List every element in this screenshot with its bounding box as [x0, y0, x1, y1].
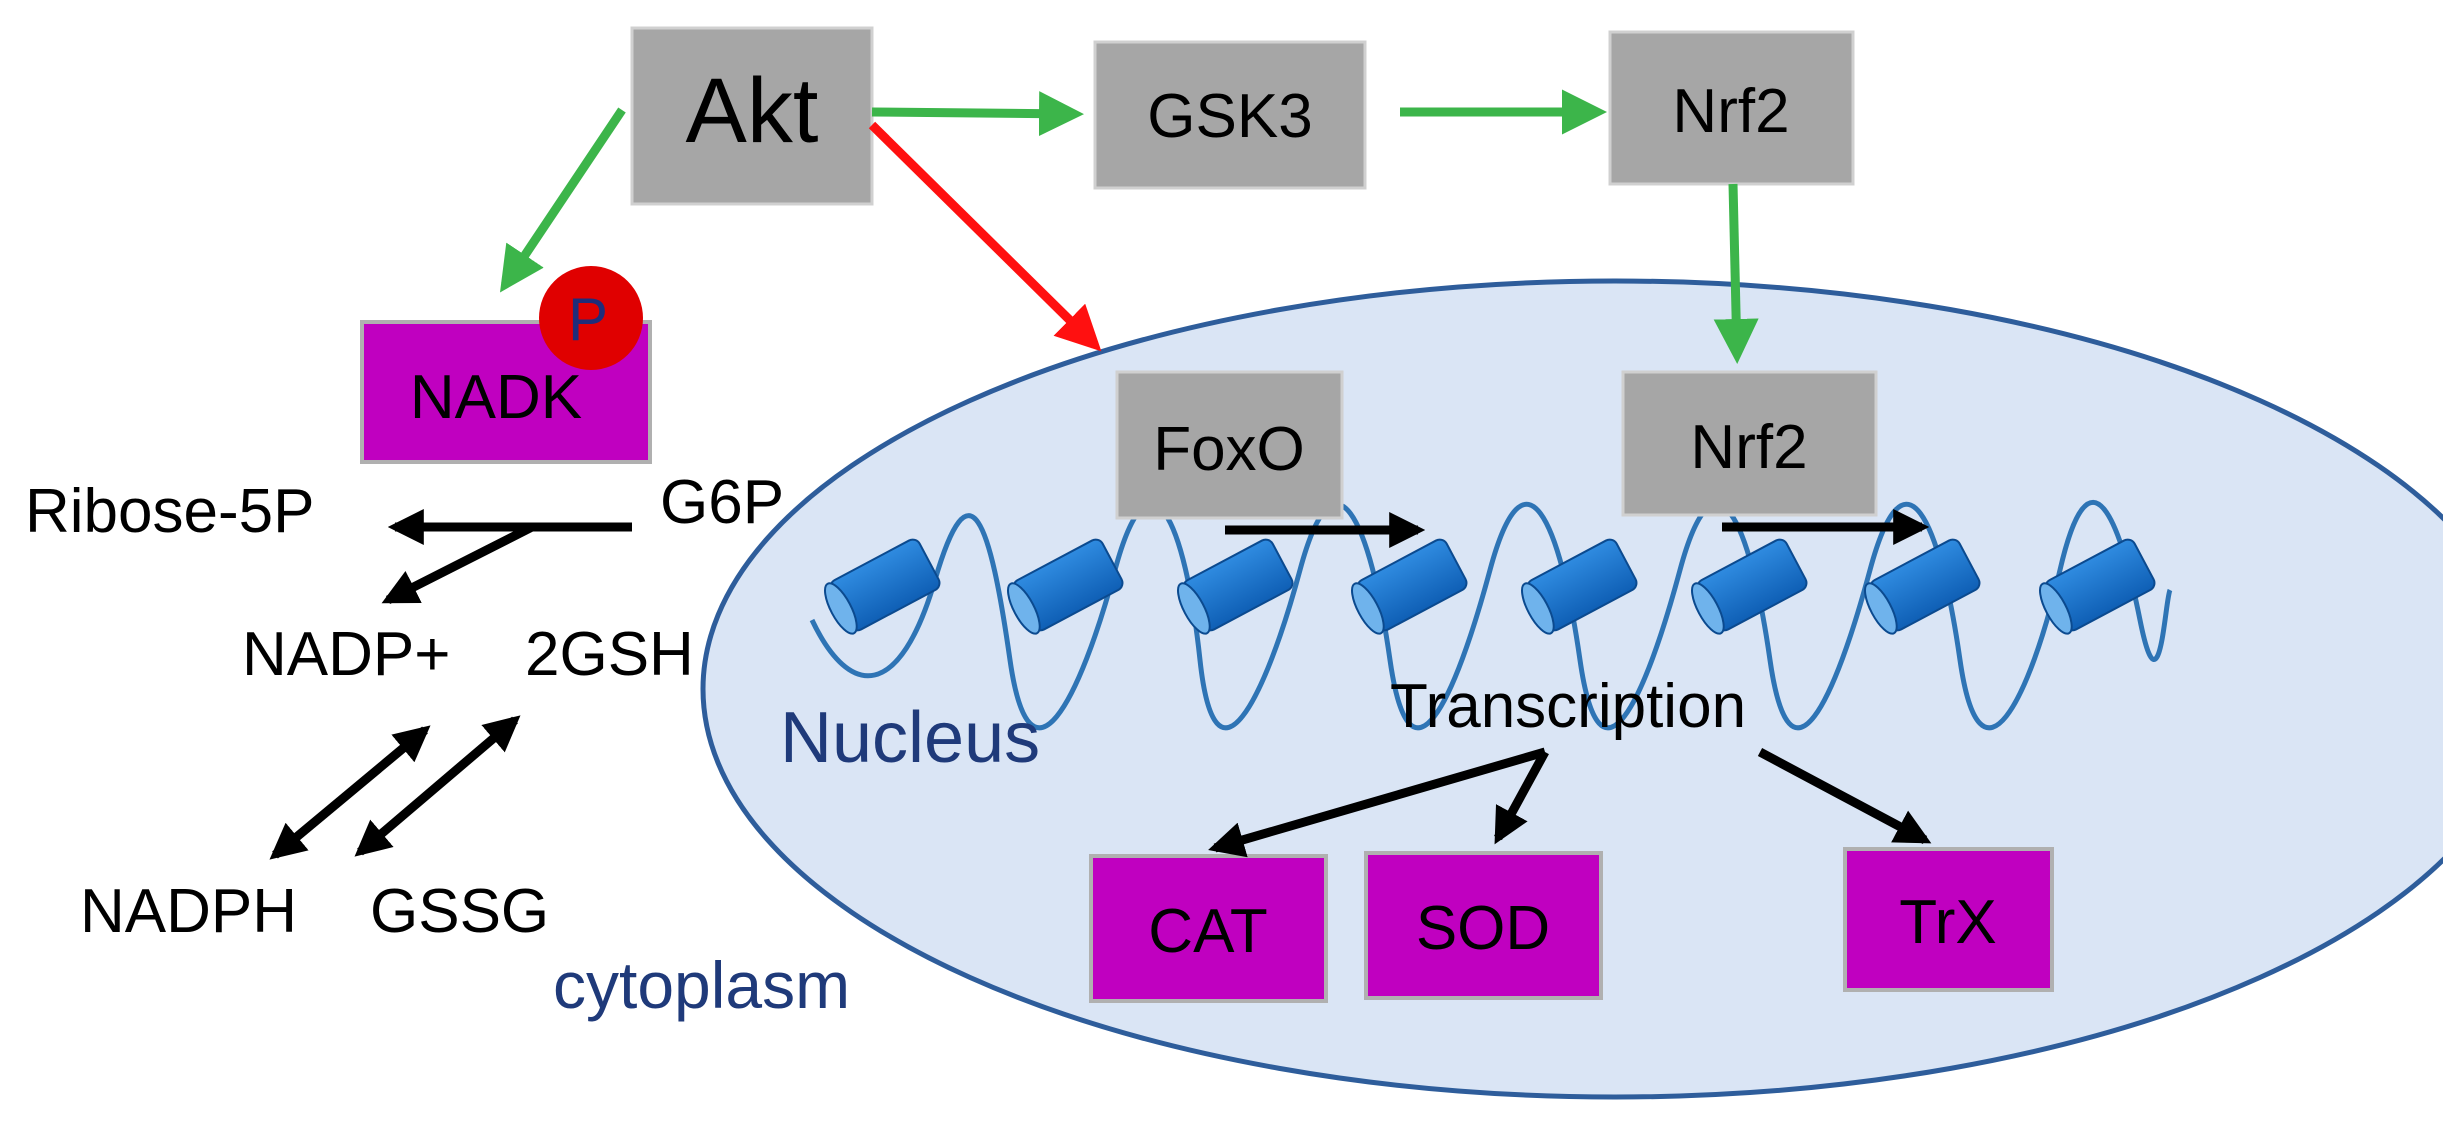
nrf2-nucleus-node: Nrf2 [1621, 370, 1878, 517]
arrow-akt-to-nadk [499, 107, 626, 293]
nadph-label: NADPH [80, 877, 297, 946]
gsk3-label: GSK3 [1147, 82, 1312, 151]
transcription-label: Transcription [1390, 672, 1746, 741]
activation-arrows [499, 89, 1759, 364]
nucleosome [824, 538, 941, 635]
trx-label: TrX [1899, 888, 1997, 957]
ribose-5p-label: Ribose-5P [25, 477, 314, 546]
foxo-node: FoxO [1115, 370, 1344, 520]
nucleosome [1007, 538, 1124, 635]
arrow-nrf2-to-nucleus [1713, 183, 1759, 364]
nucleosome [1351, 538, 1468, 635]
transcription-arrows [1208, 509, 1932, 858]
arrow-to-trx [1757, 748, 1932, 844]
nadp-plus-label: NADP+ [242, 620, 450, 689]
nucleosome [1691, 538, 1808, 635]
trx-node: TrX [1843, 847, 2054, 992]
phospho-marker: P [539, 266, 643, 370]
arrow-to-nadp [381, 522, 535, 605]
nucleus-label: Nucleus [780, 698, 1040, 778]
metabolism-arrows [269, 509, 632, 860]
dna-strand [809, 499, 2173, 731]
nadk-label: NADK [410, 363, 582, 432]
cat-node: CAT [1089, 854, 1328, 1003]
nucleosome [2039, 538, 2156, 635]
metabolite-labels: Ribose-5P G6P NADP+ 2GSH NADPH GSSG [25, 468, 784, 946]
nucleosome [1177, 538, 1294, 635]
phospho-label: P [568, 286, 608, 353]
nrf2-cytoplasm-node: Nrf2 [1608, 30, 1855, 186]
sod-node: SOD [1364, 851, 1603, 1000]
arrow-akt-to-gsk3 [871, 91, 1084, 137]
nucleosome [1864, 538, 1981, 635]
foxo-label: FoxO [1153, 415, 1305, 484]
arrow-gsh-gssg [354, 715, 521, 857]
gsh-label: 2GSH [525, 620, 694, 689]
nrf2-cytoplasm-label: Nrf2 [1672, 77, 1789, 146]
sod-label: SOD [1416, 894, 1550, 963]
gsk3-node: GSK3 [1093, 40, 1367, 190]
gssg-label: GSSG [370, 877, 549, 946]
akt-label: Akt [686, 60, 819, 162]
cytoplasm-label: cytoplasm [553, 948, 850, 1022]
akt-node: Akt [630, 26, 874, 206]
nucleosome-row [824, 538, 2156, 635]
g6p-label: G6P [660, 468, 784, 537]
cat-label: CAT [1148, 897, 1267, 966]
nrf2-nucleus-label: Nrf2 [1690, 413, 1807, 482]
arrow-akt-to-foxo [868, 121, 1102, 352]
arrow-to-sod [1494, 749, 1549, 845]
arrow-to-cat [1208, 747, 1547, 858]
nucleosome [1521, 538, 1638, 635]
arrow-nadp-nadph [269, 725, 431, 860]
